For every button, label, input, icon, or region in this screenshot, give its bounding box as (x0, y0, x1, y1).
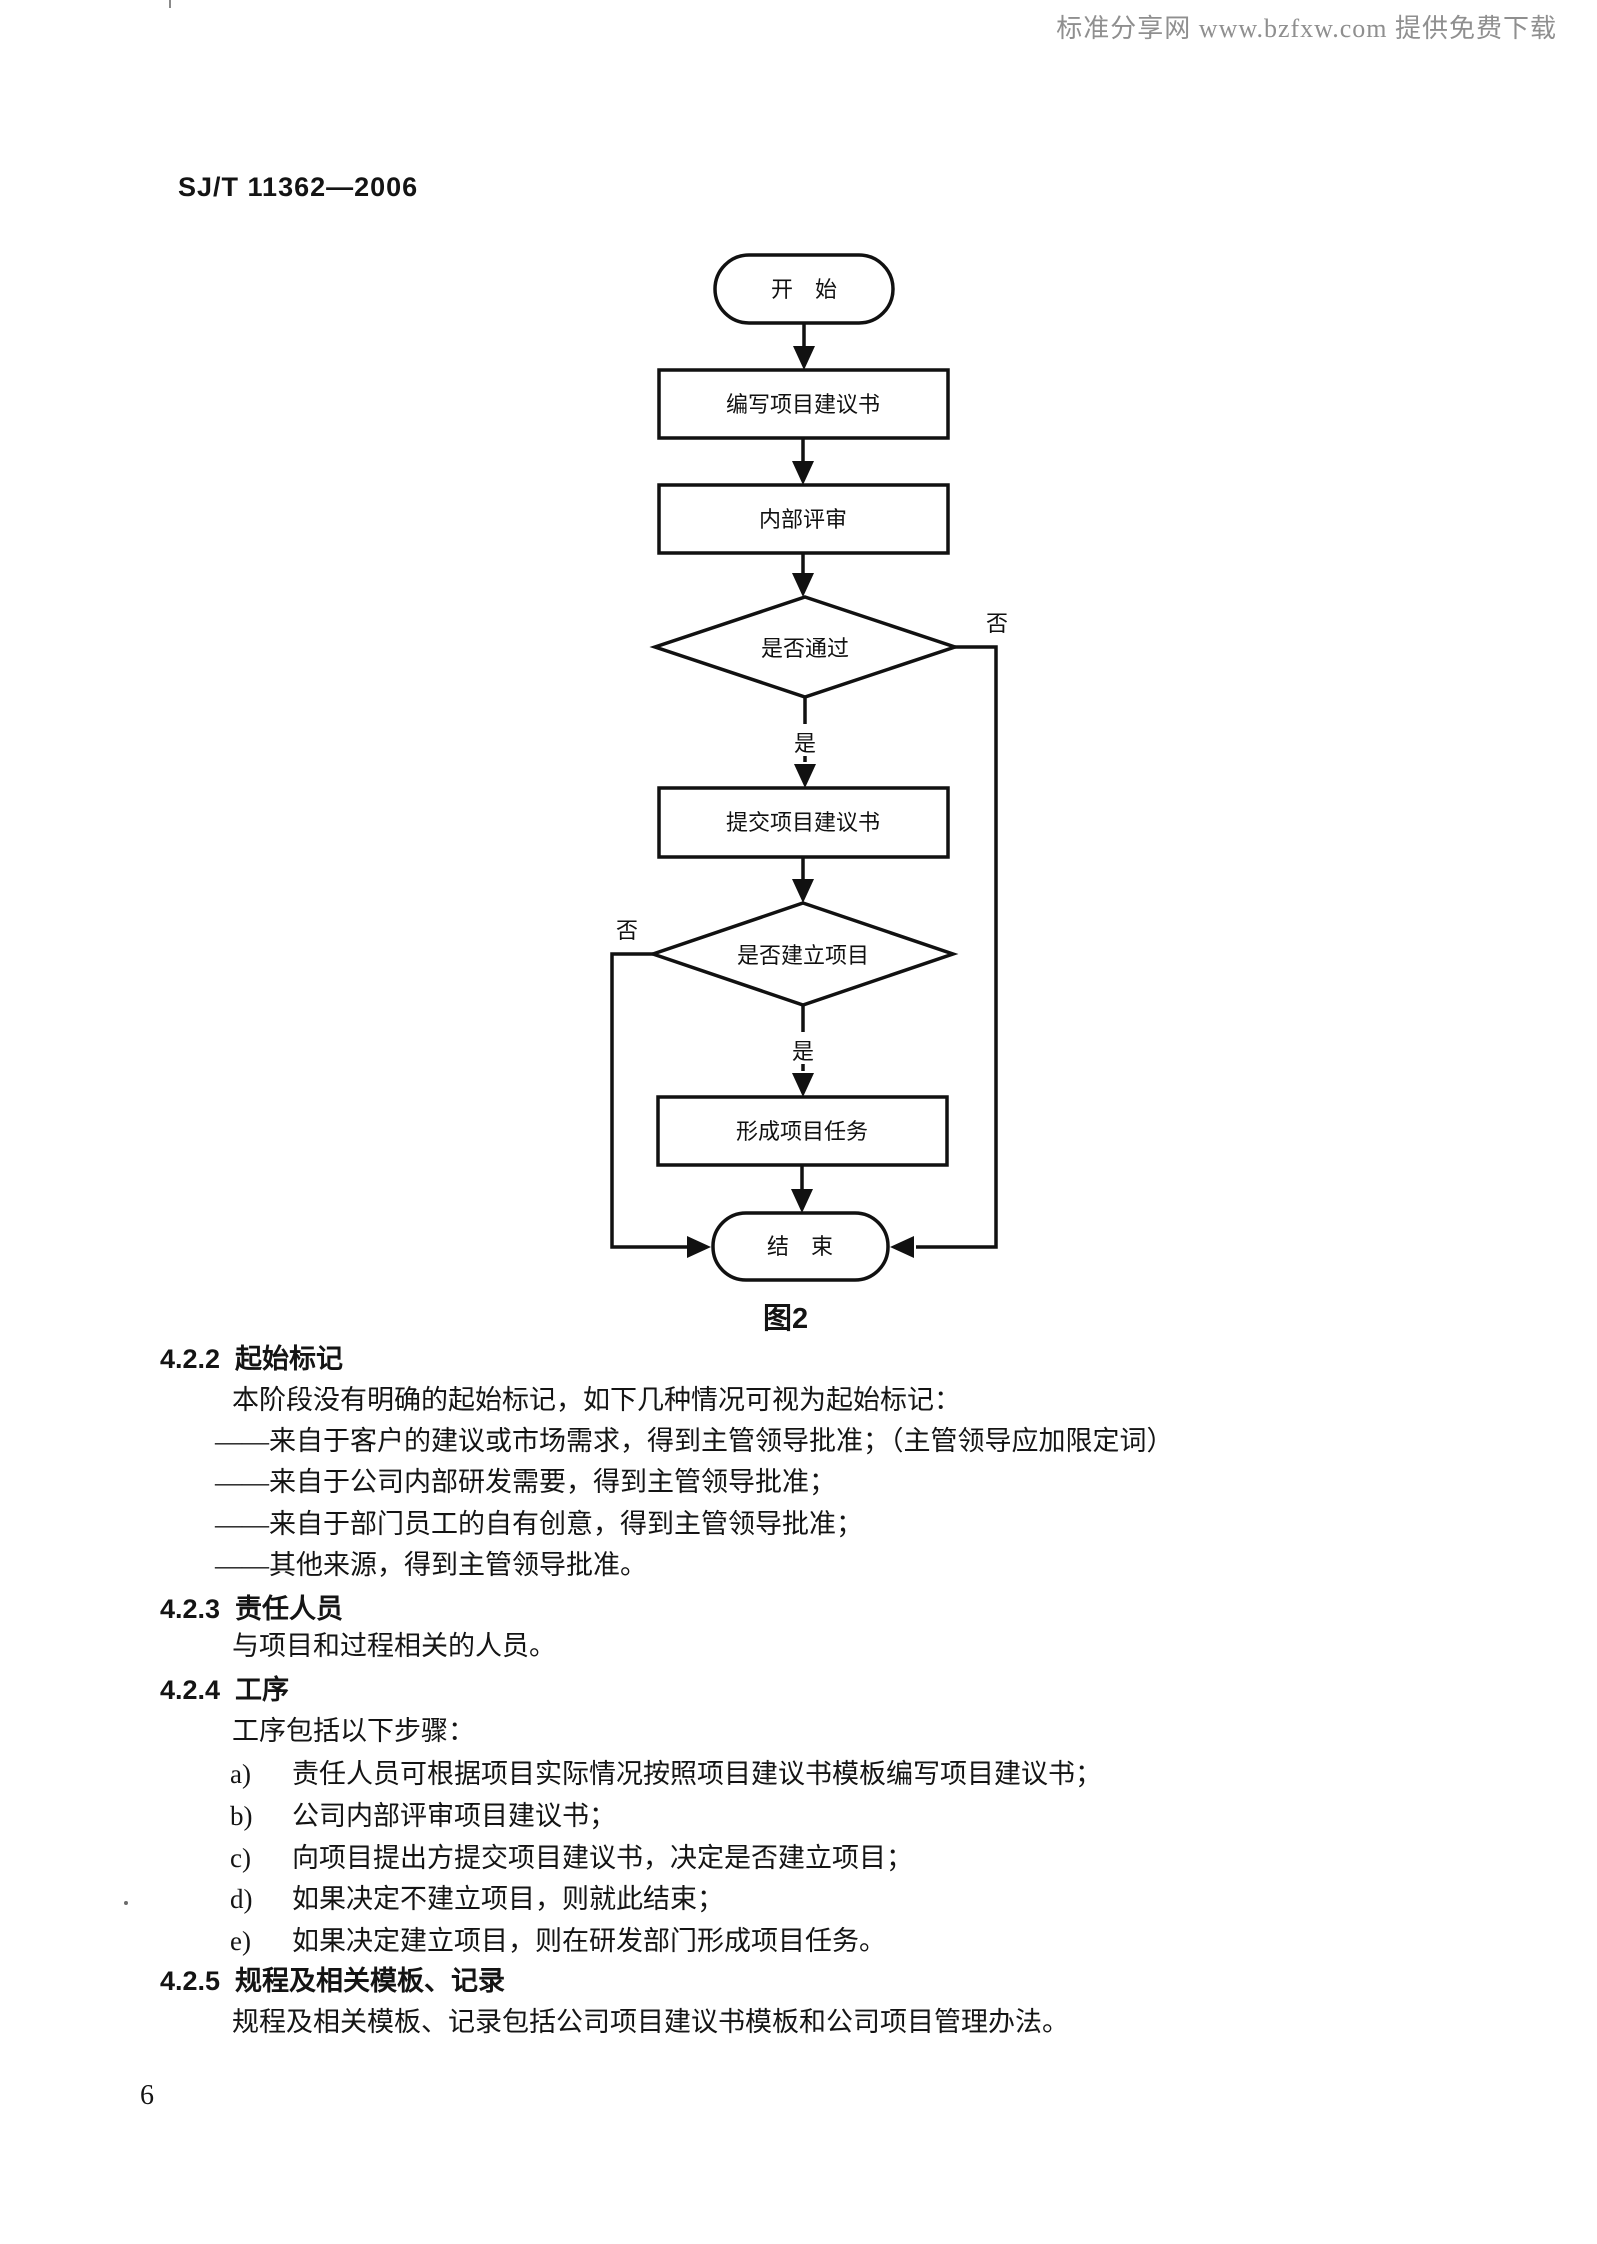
list-text: 公司内部评审项目建议书； (292, 1801, 616, 1831)
flow-label-internal-review: 内部评审 (759, 507, 847, 532)
flow-no-branch-right (916, 645, 998, 1249)
flow-label-establish-decision: 是否建立项目 (737, 943, 869, 968)
label-backing (787, 1032, 819, 1064)
section-heading-4-2-3: 4.2.3 责任人员 (160, 1594, 344, 1624)
arrowhead-icon (792, 461, 814, 485)
arrowhead-icon (791, 1189, 813, 1213)
arrowhead-icon (793, 346, 815, 370)
ordered-list-item-a: a) 责任人员可根据项目实际情况按照项目建议书模板编写项目建议书； (230, 1757, 1102, 1791)
paragraph: 规程及相关模板、记录包括公司项目建议书模板和公司项目管理办法。 (232, 2007, 1069, 2037)
scan-artifact-tick (169, 0, 171, 8)
flow-no-branch-left (610, 952, 689, 1249)
ordered-list-item-b: b) 公司内部评审项目建议书； (230, 1799, 616, 1833)
label-backing (789, 724, 821, 756)
arrowhead-icon (890, 1236, 914, 1258)
flow-label-submit-proposal: 提交项目建议书 (726, 810, 880, 835)
arrowhead-icon (687, 1236, 711, 1258)
ordered-list-item-e: e) 如果决定建立项目，则在研发部门形成项目任务。 (230, 1924, 886, 1958)
paragraph: 工序包括以下步骤： (232, 1716, 475, 1746)
section-heading-4-2-5: 4.2.5 规程及相关模板、记录 (160, 1966, 506, 1996)
list-marker: b) (230, 1801, 253, 1831)
section-heading-4-2-2: 4.2.2 起始标记 (160, 1344, 344, 1374)
flow-label-write-proposal: 编写项目建议书 (726, 392, 880, 417)
list-text: 责任人员可根据项目实际情况按照项目建议书模板编写项目建议书； (292, 1759, 1102, 1789)
list-marker: d) (230, 1884, 253, 1914)
flow-node-end (711, 1211, 890, 1282)
standard-number: SJ/T 11362—2006 (178, 172, 419, 202)
list-marker: c) (230, 1843, 251, 1873)
flow-label-pass-decision: 是否通过 (761, 636, 849, 661)
arrowhead-icon (794, 764, 816, 788)
paragraph: 与项目和过程相关的人员。 (232, 1631, 556, 1661)
ordered-list-item-c: c) 向项目提出方提交项目建议书，决定是否建立项目； (230, 1841, 913, 1875)
arrowhead-icon (792, 573, 814, 597)
dash-list-item: ——来自于公司内部研发需要，得到主管领导批准； (215, 1467, 836, 1497)
branch-label-no-1: 否 (986, 611, 1008, 636)
paragraph: 本阶段没有明确的起始标记，如下几种情况可视为起始标记： (232, 1385, 961, 1415)
arrowhead-icon (792, 879, 814, 903)
flow-label-form-task: 形成项目任务 (736, 1119, 868, 1144)
dash-list-item: ——来自于部门员工的自有创意，得到主管领导批准； (215, 1509, 863, 1539)
flowchart-figure: 开 始 编写项目建议书 内部评审 是否通过 提交项目建议书 是否建立项目 形成项… (610, 253, 1008, 1282)
branch-label-yes-2: 是 (792, 1039, 814, 1064)
list-text: 如果决定建立项目，则在研发部门形成项目任务。 (292, 1926, 886, 1956)
list-marker: a) (230, 1759, 251, 1789)
list-text: 向项目提出方提交项目建议书，决定是否建立项目； (292, 1843, 913, 1873)
page-number: 6 (140, 2080, 154, 2111)
scan-artifact-dot (124, 1901, 128, 1905)
flow-label-end: 结 束 (767, 1234, 833, 1259)
list-text: 如果决定不建立项目，则就此结束； (292, 1884, 724, 1914)
arrowhead-icon (792, 1073, 814, 1097)
figure-caption: 图2 (763, 1303, 809, 1335)
dash-list-item: ——来自于客户的建议或市场需求，得到主管领导批准；（主管领导应加限定词） (215, 1426, 1174, 1456)
watermark-text: 标准分享网 www.bzfxw.com 提供免费下载 (1056, 14, 1557, 43)
section-heading-4-2-4: 4.2.4 工序 (160, 1675, 290, 1705)
list-marker: e) (230, 1926, 251, 1956)
branch-label-no-2: 否 (616, 918, 638, 943)
branch-label-yes-1: 是 (794, 731, 816, 756)
flow-label-start: 开 始 (771, 277, 837, 302)
ordered-list-item-d: d) 如果决定不建立项目，则就此结束； (230, 1882, 724, 1916)
dash-list-item: ——其他来源，得到主管领导批准。 (215, 1550, 647, 1580)
